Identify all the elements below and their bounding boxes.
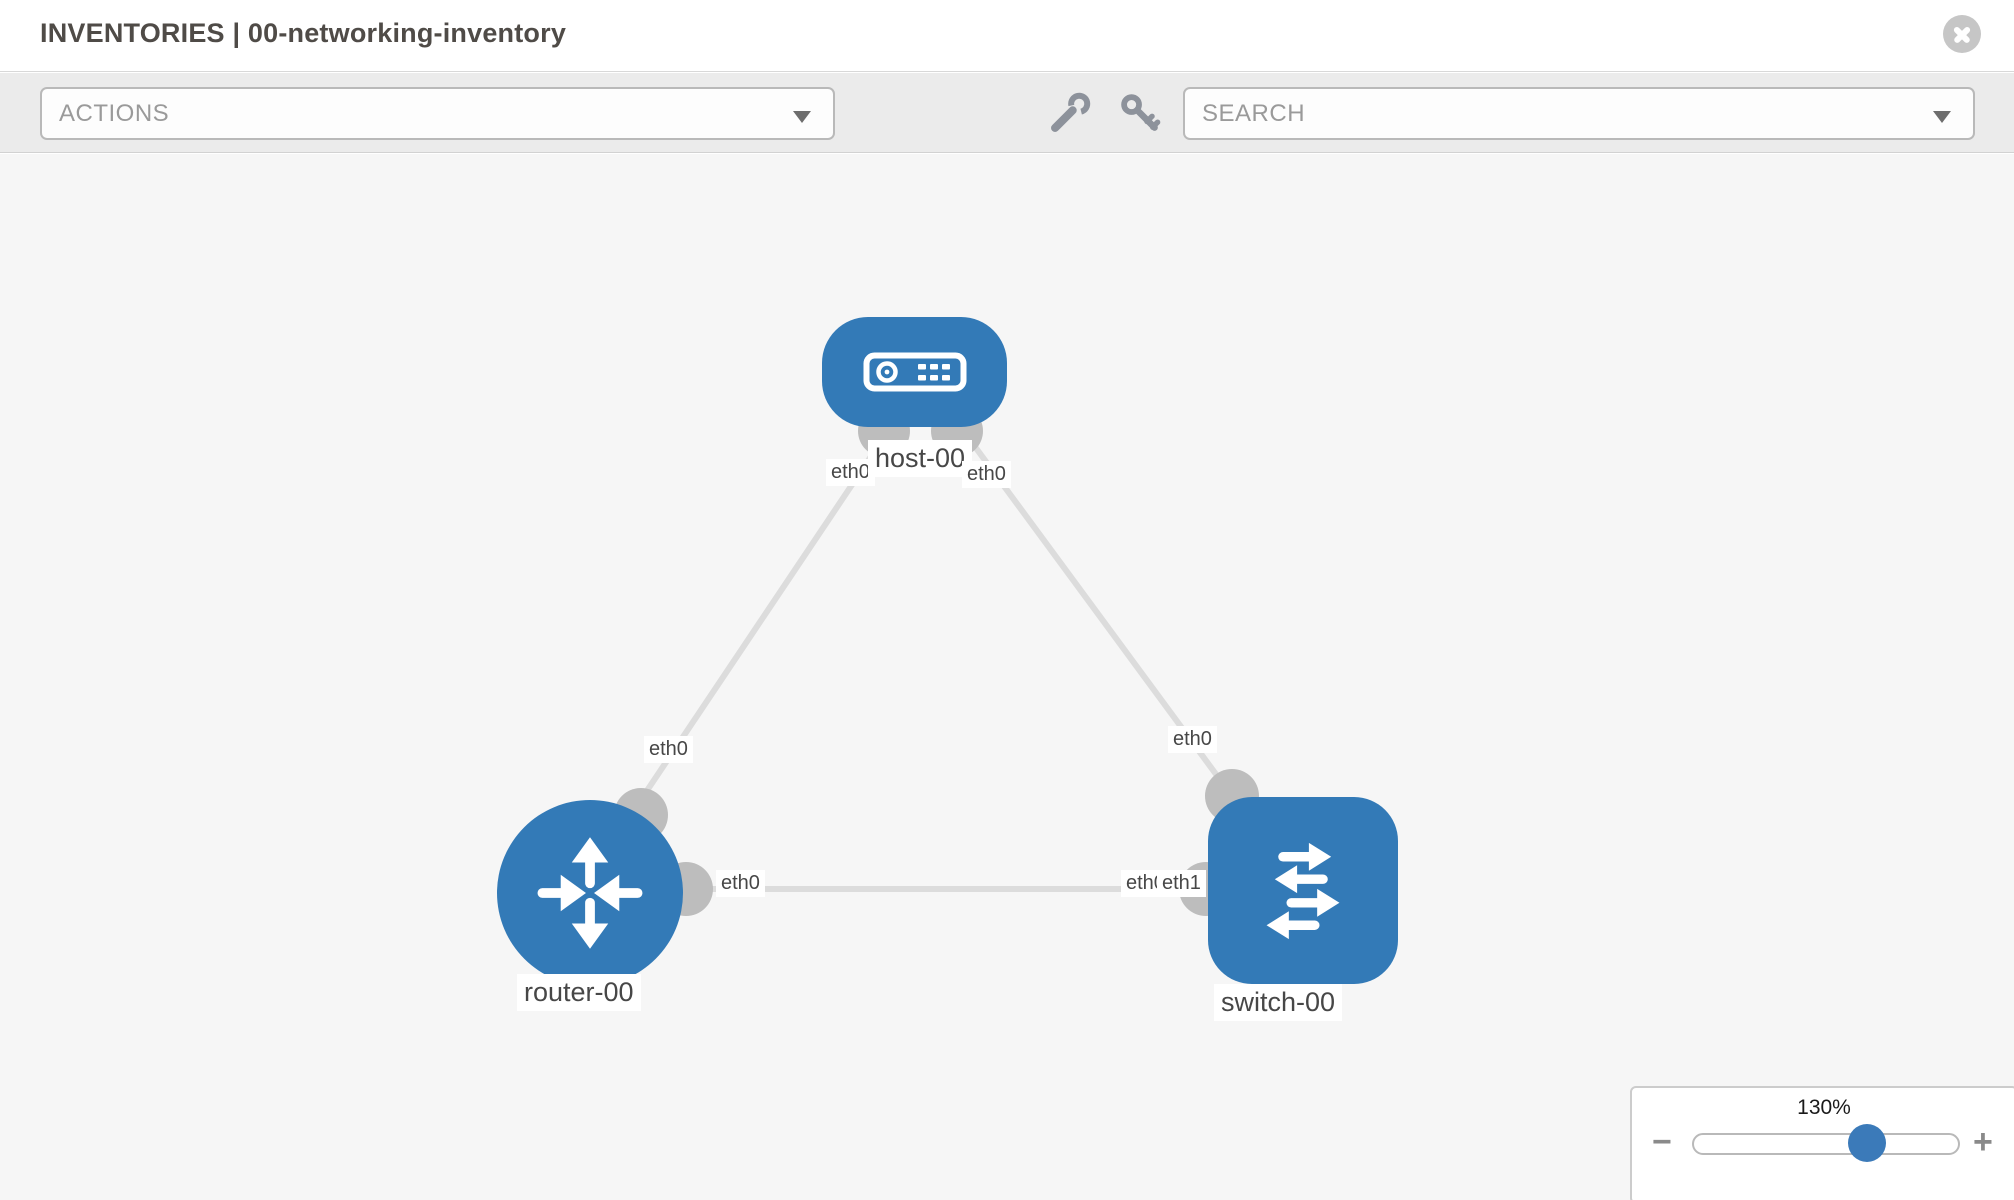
search-dropdown-label: SEARCH: [1202, 99, 1306, 127]
key-icon[interactable]: [1117, 90, 1163, 136]
zoom-slider-track[interactable]: [1692, 1133, 1960, 1155]
page-title: INVENTORIES | 00-networking-inventory: [40, 18, 567, 48]
panel-header: INVENTORIES | 00-networking-inventory: [0, 0, 2014, 72]
interface-label: eth0: [644, 736, 693, 763]
zoom-control-panel: 130% − +: [1630, 1086, 2014, 1200]
interface-label: eth0: [716, 870, 765, 897]
zoom-in-button[interactable]: +: [1973, 1123, 1993, 1161]
interface-label: eth0: [962, 461, 1011, 488]
interface-label: eth0: [1168, 726, 1217, 753]
node-label-switch-00: switch-00: [1214, 984, 1343, 1021]
actions-dropdown[interactable]: ACTIONS: [40, 87, 835, 140]
chevron-down-icon: [793, 111, 811, 123]
server-icon: [863, 352, 966, 392]
topology-links: [614, 405, 1259, 916]
actions-dropdown-label: ACTIONS: [59, 99, 170, 127]
zoom-out-button[interactable]: −: [1652, 1123, 1672, 1161]
wrench-icon[interactable]: [1047, 90, 1093, 136]
node-router-00[interactable]: [497, 800, 683, 986]
interface-label: eth0: [826, 459, 875, 486]
switch-arrows-icon: [1266, 842, 1340, 939]
search-dropdown[interactable]: SEARCH: [1183, 87, 1975, 140]
node-switch-00[interactable]: [1208, 797, 1398, 984]
close-icon[interactable]: [1943, 15, 1981, 53]
node-label-host-00: host-00: [868, 440, 973, 477]
toolbar: ACTIONS SEARCH: [0, 73, 2014, 153]
router-arrows-icon: [537, 837, 643, 949]
node-label-router-00: router-00: [517, 974, 641, 1011]
interface-label: eth1: [1157, 870, 1206, 897]
zoom-slider-thumb[interactable]: [1848, 1124, 1886, 1162]
node-host-00[interactable]: [822, 317, 1007, 427]
topology-canvas[interactable]: eth0 host-00 eth0 eth0 eth0 eth0 eth0 et…: [0, 154, 2014, 1200]
zoom-level: 130%: [1797, 1096, 1851, 1119]
chevron-down-icon: [1933, 111, 1951, 123]
